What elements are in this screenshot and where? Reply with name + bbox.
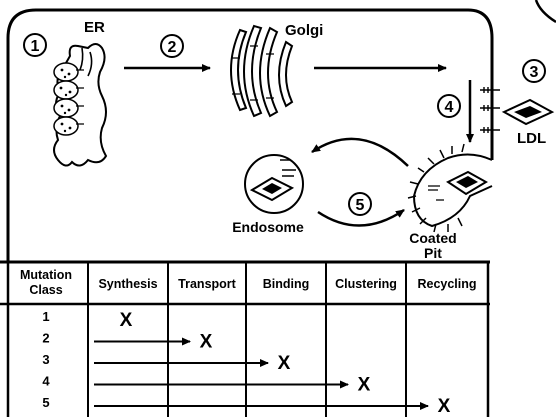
endosome [244,154,304,214]
er-label: ER [84,19,105,36]
row-x-mark-5: X [438,396,451,417]
svg-text:3: 3 [530,64,539,81]
coated-pit [407,143,493,233]
arrow-pit-to-endosome [311,137,409,167]
step-1-marker: 1 [23,33,47,57]
svg-text:1: 1 [31,38,40,55]
step-2-marker: 2 [160,34,184,58]
col-header-binding: Binding [263,277,310,291]
svg-text:5: 5 [356,197,365,214]
coated-pit-label-line1: Coated [409,230,456,246]
table-header-class: Class [29,283,62,297]
ribosome-cluster [53,62,79,136]
row-x-mark-3: X [278,353,291,374]
golgi-stack [230,24,294,118]
row-class-3: 3 [42,352,49,367]
svg-text:4: 4 [445,99,454,116]
row-class-5: 5 [42,395,49,410]
ldl-label: LDL [517,130,546,147]
ldl-particle [501,98,555,126]
cell-outline [6,8,494,262]
row-class-4: 4 [42,374,50,389]
col-header-synthesis: Synthesis [98,277,157,291]
coated-pit-label-line2: Pit [424,245,442,261]
corner-arc [534,0,556,24]
row-x-mark-4: X [358,375,371,396]
golgi-label: Golgi [285,22,323,39]
col-header-transport: Transport [178,277,236,291]
membrane-receptors [480,87,500,133]
row-x-mark-2: X [200,332,213,353]
arrow-endosome-to-pit [317,208,405,227]
row-x-mark-1: X [120,310,133,331]
row-class-1: 1 [42,309,49,324]
svg-text:2: 2 [168,39,177,56]
endosome-label: Endosome [232,219,304,235]
col-header-recycling: Recycling [417,277,476,291]
table-header-mutation: Mutation [20,268,72,282]
step-5-marker: 5 [348,192,372,216]
mutation-table [0,260,490,417]
row-class-2: 2 [42,331,49,346]
er-structure [53,43,108,167]
step-3-marker: 3 [522,59,546,83]
col-header-clustering: Clustering [335,277,397,291]
step-4-marker: 4 [437,94,461,118]
